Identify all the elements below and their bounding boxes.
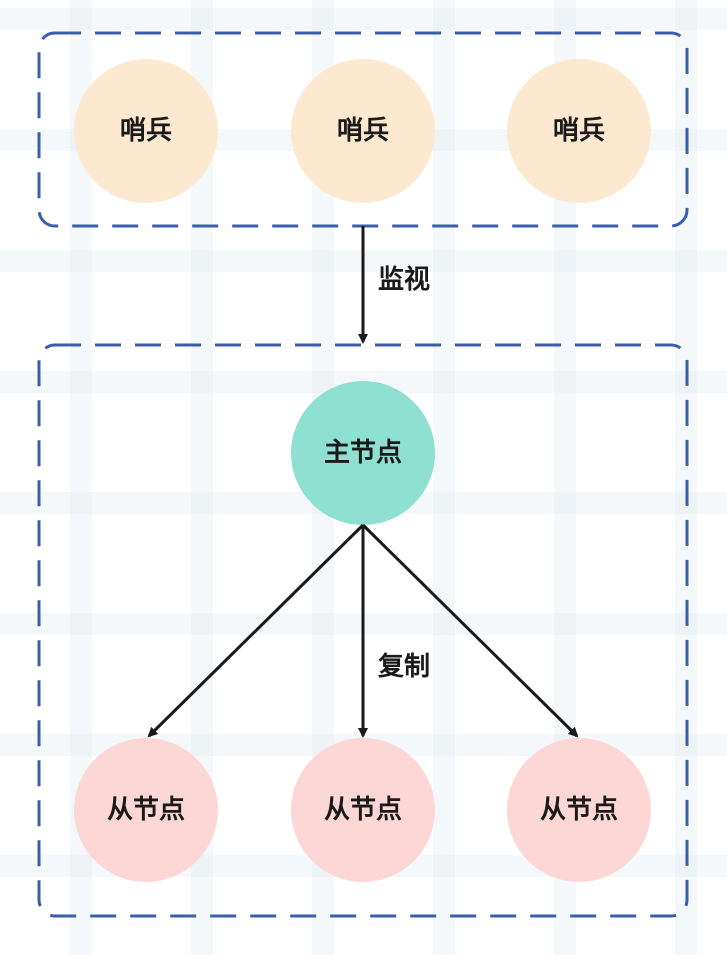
replica-node-2-circle (291, 738, 435, 882)
master-node[interactable]: 主节点 (291, 381, 435, 525)
sentinel-node-1-label: 哨兵 (120, 116, 172, 146)
replicate-arrow-left (147, 523, 365, 738)
master-node-label: 主节点 (324, 437, 402, 468)
sentinel-node-3-label: 哨兵 (553, 116, 605, 146)
sentinel-node-3[interactable]: 哨兵 (507, 59, 651, 203)
sentinel-node-3-circle (507, 59, 651, 203)
replica-node-3-label: 从节点 (540, 794, 618, 825)
sentinel-node-1[interactable]: 哨兵 (74, 59, 218, 203)
master-node-circle (291, 381, 435, 525)
replica-node-1[interactable]: 从节点 (74, 738, 218, 882)
replicate-label: 复制 (378, 652, 430, 682)
sentinel-node-1-circle (74, 59, 218, 203)
replica-node-1-circle (74, 738, 218, 882)
replica-node-3-circle (507, 738, 651, 882)
sentinel-node-2[interactable]: 哨兵 (291, 59, 435, 203)
replica-node-1-label: 从节点 (107, 794, 185, 825)
sentinel-node-2-label: 哨兵 (337, 116, 389, 146)
replica-node-3[interactable]: 从节点 (507, 738, 651, 882)
replica-node-2[interactable]: 从节点 (291, 738, 435, 882)
monitor-label: 监视 (378, 265, 430, 295)
replicate-arrow-right (361, 523, 579, 738)
sentinel-node-2-circle (291, 59, 435, 203)
replica-node-2-label: 从节点 (324, 794, 402, 825)
